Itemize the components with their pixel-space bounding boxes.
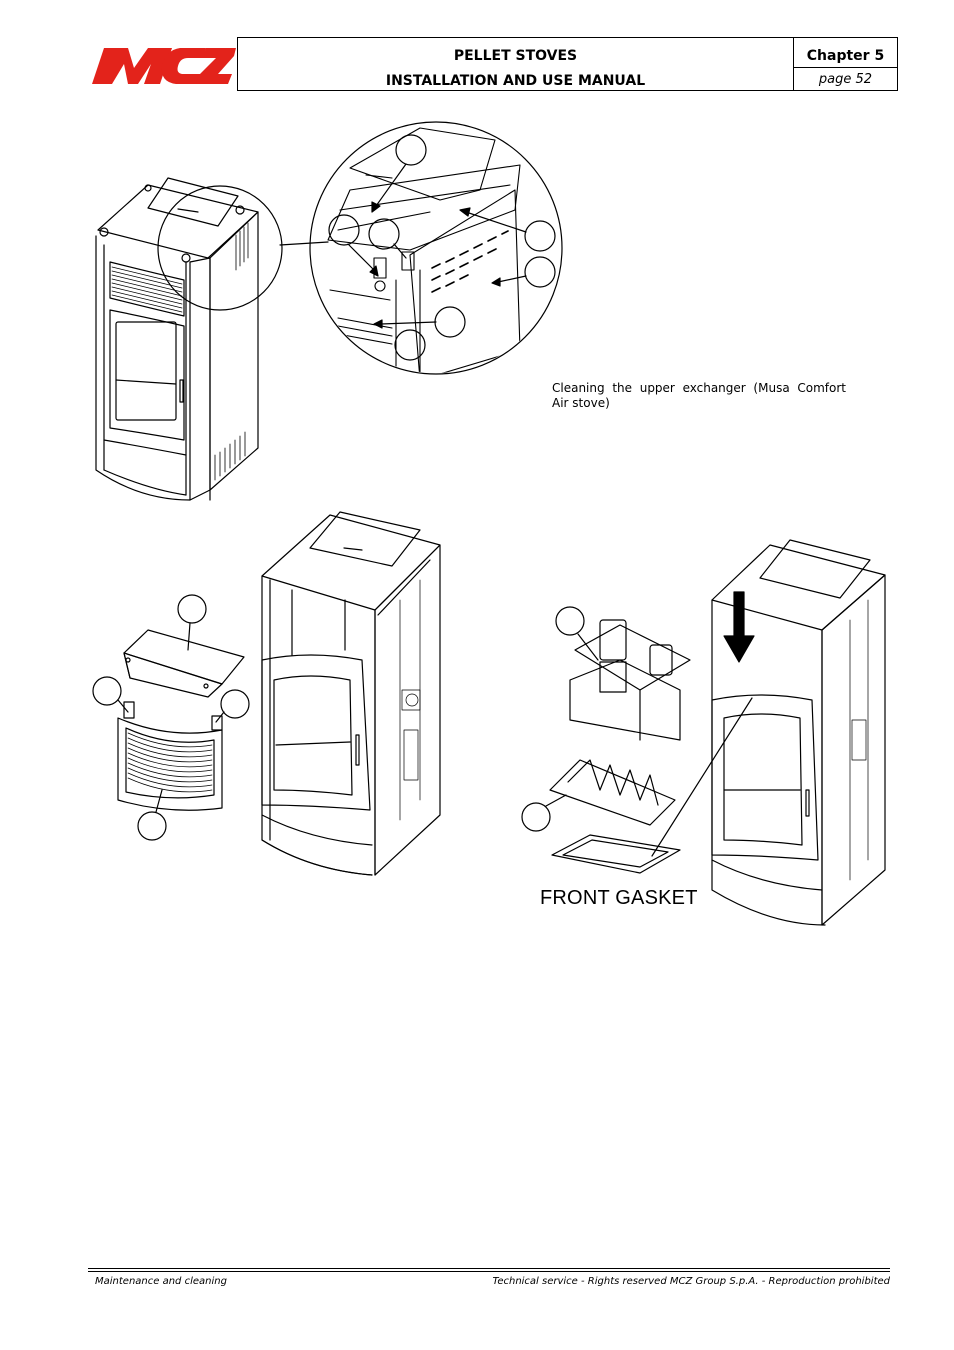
mcz-logo [88, 40, 236, 90]
detail-ring [157, 185, 283, 311]
stove-assembled-drawing [95, 177, 259, 501]
footer-rule-top [88, 1268, 890, 1269]
footer-section: Maintenance and cleaning [95, 1276, 227, 1287]
page-number: page 52 [818, 72, 873, 87]
chapter-label: Chapter 5 [806, 48, 885, 64]
stove-right-drawing [711, 539, 886, 926]
stove-opened-drawing [261, 511, 441, 876]
exchanger-detail-zoom [309, 121, 563, 375]
mcz-logo-mark [92, 48, 236, 84]
front-gasket-label: FRONT GASKET [540, 887, 698, 909]
header-title: PELLET STOVES [453, 48, 578, 64]
exchanger-parts-exploded [521, 606, 753, 874]
header-chapter-box: Chapter 5 page 52 [793, 37, 898, 91]
front-panel-exploded [92, 594, 250, 841]
figure-caption: Cleaning the upper exchanger (Musa Comfo… [552, 381, 846, 410]
footer-rule-bottom [88, 1271, 890, 1272]
footer-copyright: Technical service - Rights reserved MCZ … [492, 1276, 890, 1287]
chapter-separator [794, 67, 897, 68]
header-subtitle: INSTALLATION AND USE MANUAL [385, 73, 646, 89]
